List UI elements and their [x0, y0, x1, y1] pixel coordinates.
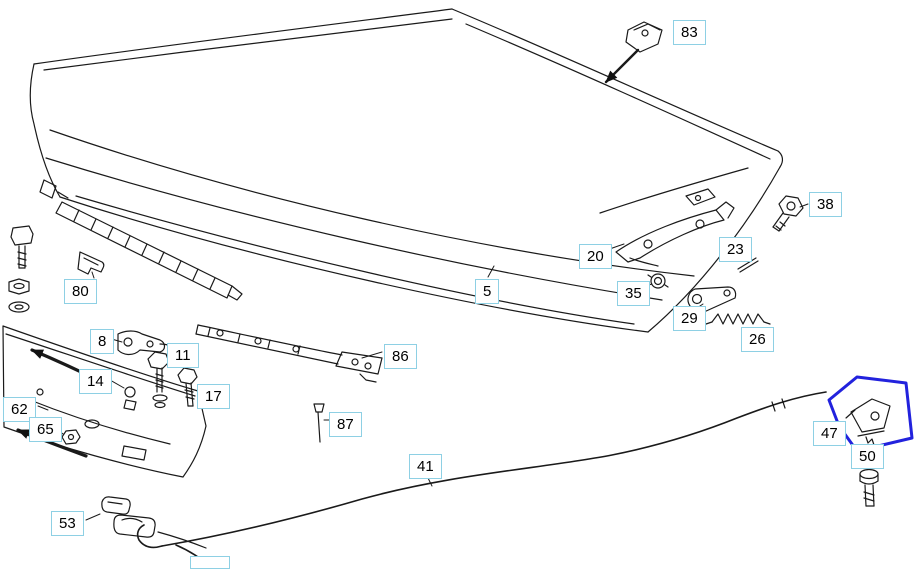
part-label-35[interactable]: 35 — [617, 281, 650, 306]
part-nut-65 — [61, 429, 81, 445]
part-label-50[interactable]: 50 — [851, 444, 884, 469]
part-hinge-20 — [615, 201, 735, 263]
part-bolt-11 — [147, 351, 170, 409]
part-bolt-left — [10, 225, 34, 269]
part-bolt-17 — [177, 367, 198, 407]
part-strip-86 — [195, 324, 383, 383]
part-label-47[interactable]: 47 — [813, 421, 846, 446]
part-label-83[interactable]: 83 — [673, 20, 706, 45]
part-pin-87 — [313, 403, 325, 443]
part-cable-41 — [136, 391, 827, 569]
part-pin-23 — [737, 257, 759, 273]
part-clip-80 — [77, 251, 105, 275]
part-label-8[interactable]: 8 — [90, 329, 115, 354]
part-label-41[interactable]: 41 — [409, 454, 442, 479]
part-spring-26 — [705, 313, 771, 325]
part-bolt-50 — [859, 468, 879, 507]
part-label-23[interactable]: 23 — [719, 237, 752, 262]
part-panel-62-65 — [2, 325, 207, 478]
part-grommet-35 — [647, 273, 669, 289]
part-label-partial[interactable] — [190, 556, 230, 569]
part-label-5[interactable]: 5 — [475, 279, 500, 304]
part-cowl-strip — [55, 201, 243, 301]
part-bolt-38 — [772, 195, 804, 232]
part-washer-left — [8, 301, 30, 313]
part-label-17[interactable]: 17 — [197, 384, 230, 409]
part-label-38[interactable]: 38 — [809, 192, 842, 217]
part-fastener-14 — [123, 386, 137, 411]
part-label-20[interactable]: 20 — [579, 244, 612, 269]
part-label-80[interactable]: 80 — [64, 279, 97, 304]
part-label-29[interactable]: 29 — [673, 306, 706, 331]
part-label-87[interactable]: 87 — [329, 412, 362, 437]
part-bracket-83 — [625, 21, 663, 53]
part-label-14[interactable]: 14 — [79, 369, 112, 394]
part-label-11[interactable]: 11 — [167, 343, 199, 368]
direction-arrow-lower — [16, 428, 88, 458]
part-clips-53 — [101, 496, 207, 549]
part-label-86[interactable]: 86 — [384, 344, 417, 369]
part-nut-left — [8, 278, 30, 295]
arrow-to-hood-83 — [604, 48, 640, 84]
part-label-26[interactable]: 26 — [741, 327, 774, 352]
part-label-65[interactable]: 65 — [29, 417, 62, 442]
part-hood — [29, 8, 784, 333]
part-label-53[interactable]: 53 — [51, 511, 84, 536]
